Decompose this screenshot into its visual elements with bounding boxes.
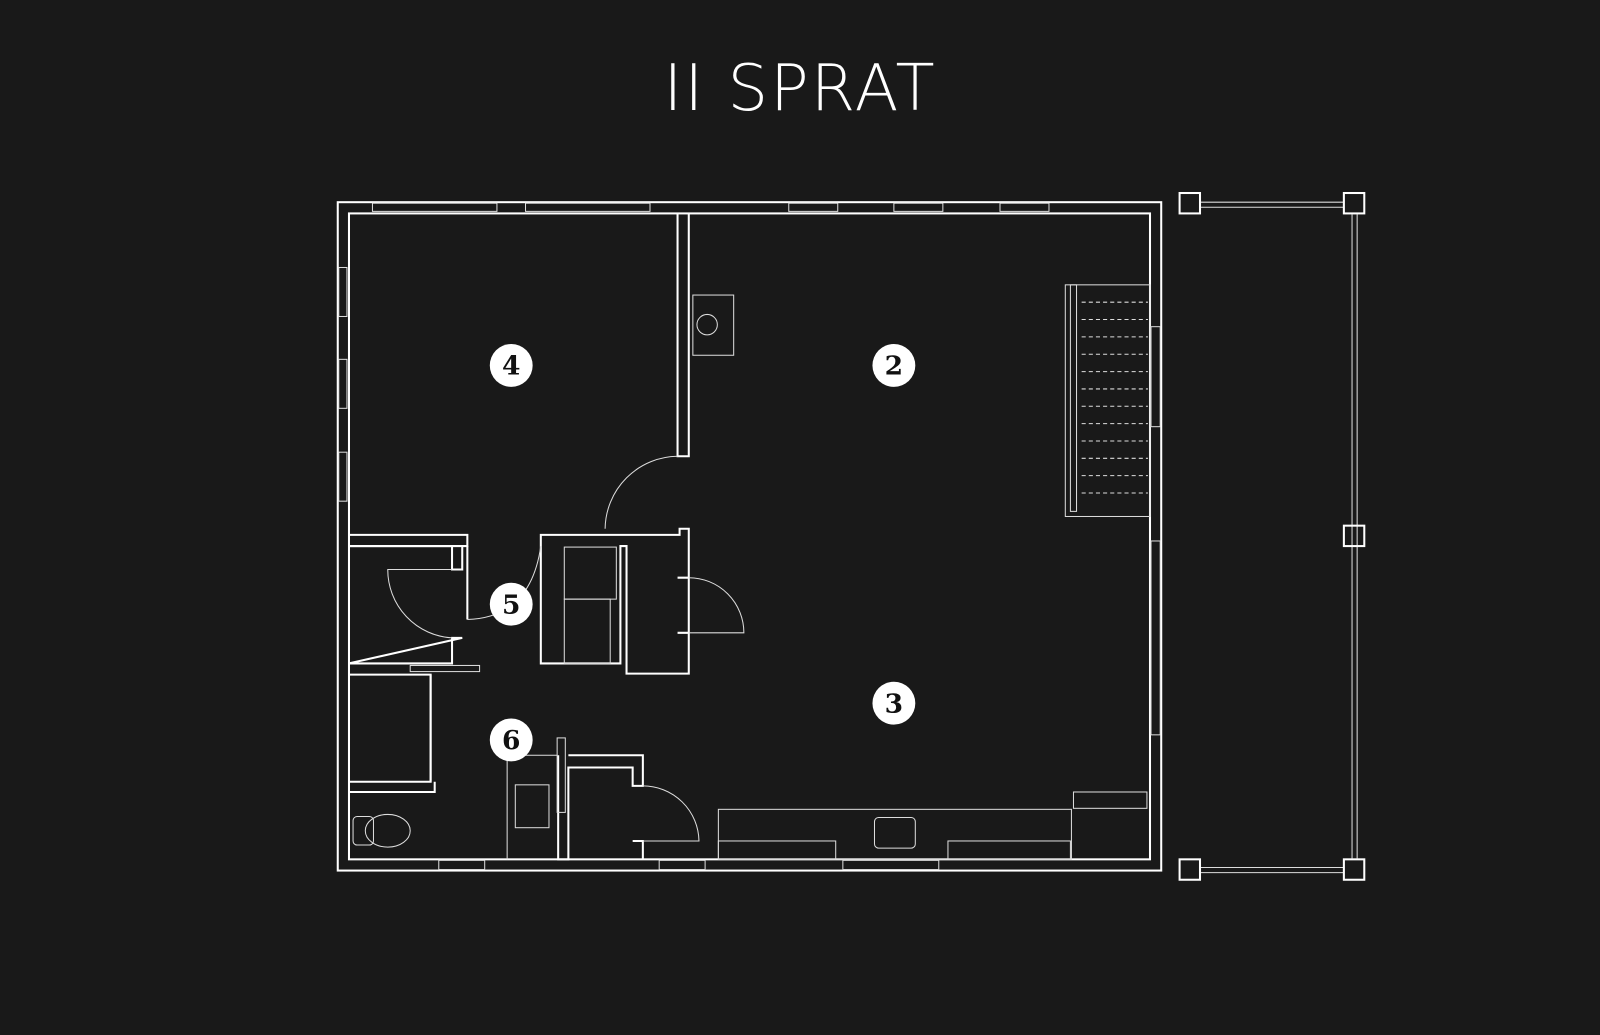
porch [1178, 191, 1366, 881]
exterior-walls [336, 201, 1163, 872]
room-marker-label: 5 [502, 589, 520, 620]
room-marker-label: 4 [502, 351, 520, 382]
interior-walls [348, 213, 690, 861]
fixtures [352, 294, 1148, 860]
room-marker-2: 2 [872, 344, 916, 387]
room-marker-label: 3 [885, 688, 903, 719]
doors [387, 455, 745, 842]
room-marker-label: 2 [885, 351, 903, 382]
room-marker-3: 3 [872, 681, 916, 725]
staircase [1064, 284, 1151, 517]
plan-title: II SPRAT [663, 52, 937, 126]
room-marker-5: 5 [489, 582, 533, 626]
room-marker-6: 6 [489, 718, 533, 762]
room-marker-label: 6 [502, 725, 520, 756]
room-marker-4: 4 [489, 344, 533, 387]
